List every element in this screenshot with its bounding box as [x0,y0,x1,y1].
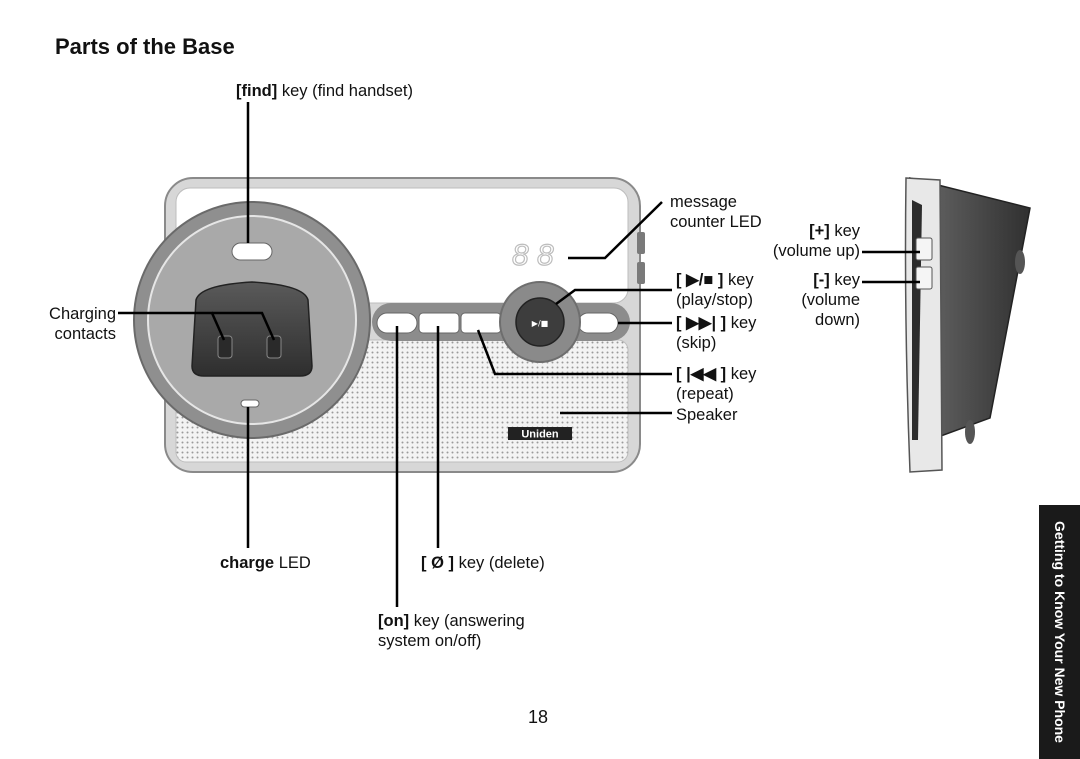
play-stop-label: [ ▶/■ ] key (play/stop) [676,270,754,310]
volume-up-key: [+] [809,222,830,240]
volume-down-desc-line2: down) [815,311,860,329]
on-key-desc: key (answering [409,612,525,630]
callout-lines [118,102,920,607]
find-key-label: [find] key (find handset) [236,81,413,101]
repeat-key-word: key [726,365,757,383]
repeat-desc: (repeat) [676,385,734,403]
skip-key: [ ▶▶| ] [676,314,727,332]
volume-up-button [915,237,933,261]
volume-up-desc: (volume up) [772,242,860,260]
charge-led [240,399,260,408]
play-stop-key-word: key [723,271,754,289]
message-counter-line2: counter LED [670,213,762,231]
message-counter-line1: message [670,193,737,211]
message-counter-label: message counter LED [670,192,762,232]
charging-contacts-line1: Charging [49,305,116,323]
volume-down-label: [-] key (volume down) [740,270,860,330]
skip-button [577,312,619,334]
side-tab[interactable]: Getting to Know Your New Phone [1039,505,1080,759]
volume-down-button [915,266,933,290]
repeat-key: [ |◀◀ ] [676,365,727,383]
repeat-label: [ |◀◀ ] key (repeat) [676,364,756,404]
skip-desc: (skip) [676,334,717,352]
speaker-label: Speaker [676,406,738,424]
skip-key-word: key [726,314,757,332]
charging-contacts-line2: contacts [54,325,116,343]
find-button [231,242,273,261]
on-key-desc-line2: system on/off) [378,632,482,650]
side-tab-label: Getting to Know Your New Phone [1051,521,1068,743]
volume-up-key-word: key [829,222,860,240]
charge-led-name: charge [220,554,275,572]
page-title: Parts of the Base [55,34,235,59]
cradle-well [191,281,313,377]
delete-key-label: [ Ø ] key (delete) [421,553,545,573]
on-key-label: [on] key (answering system on/off) [378,611,525,651]
volume-up-label: [+] key (volume up) [740,221,860,261]
play-stop-glyph: ▶/■ [532,319,548,328]
play-stop-key: [ ▶/■ ] [676,271,724,289]
charging-contacts-label: Charging contacts [30,304,116,344]
message-counter-led: 8 8 [512,239,554,272]
volume-down-key-word: key [829,271,860,289]
play-stop-desc: (play/stop) [676,291,754,309]
skip-label: [ ▶▶| ] key (skip) [676,313,756,353]
delete-key: [ Ø ] [421,554,454,572]
play-stop-button [515,297,565,347]
on-key: [on] [378,612,410,630]
volume-down-key: [-] [813,271,830,289]
charge-led-label: charge LED [220,553,311,573]
find-key-name: [find] [236,82,278,100]
delete-key-desc: key (delete) [454,554,545,572]
charging-contact-left [217,335,233,359]
page-number: 18 [528,707,549,727]
brand-logo: Uniden [521,429,559,441]
charge-led-desc: LED [274,554,311,572]
volume-down-desc-line1: (volume [801,291,860,309]
find-key-desc: key (find handset) [277,82,413,100]
charging-contact-right [266,335,282,359]
brand-logo-bg [508,427,572,440]
side-view-front [904,177,943,473]
repeat-button [460,312,502,334]
